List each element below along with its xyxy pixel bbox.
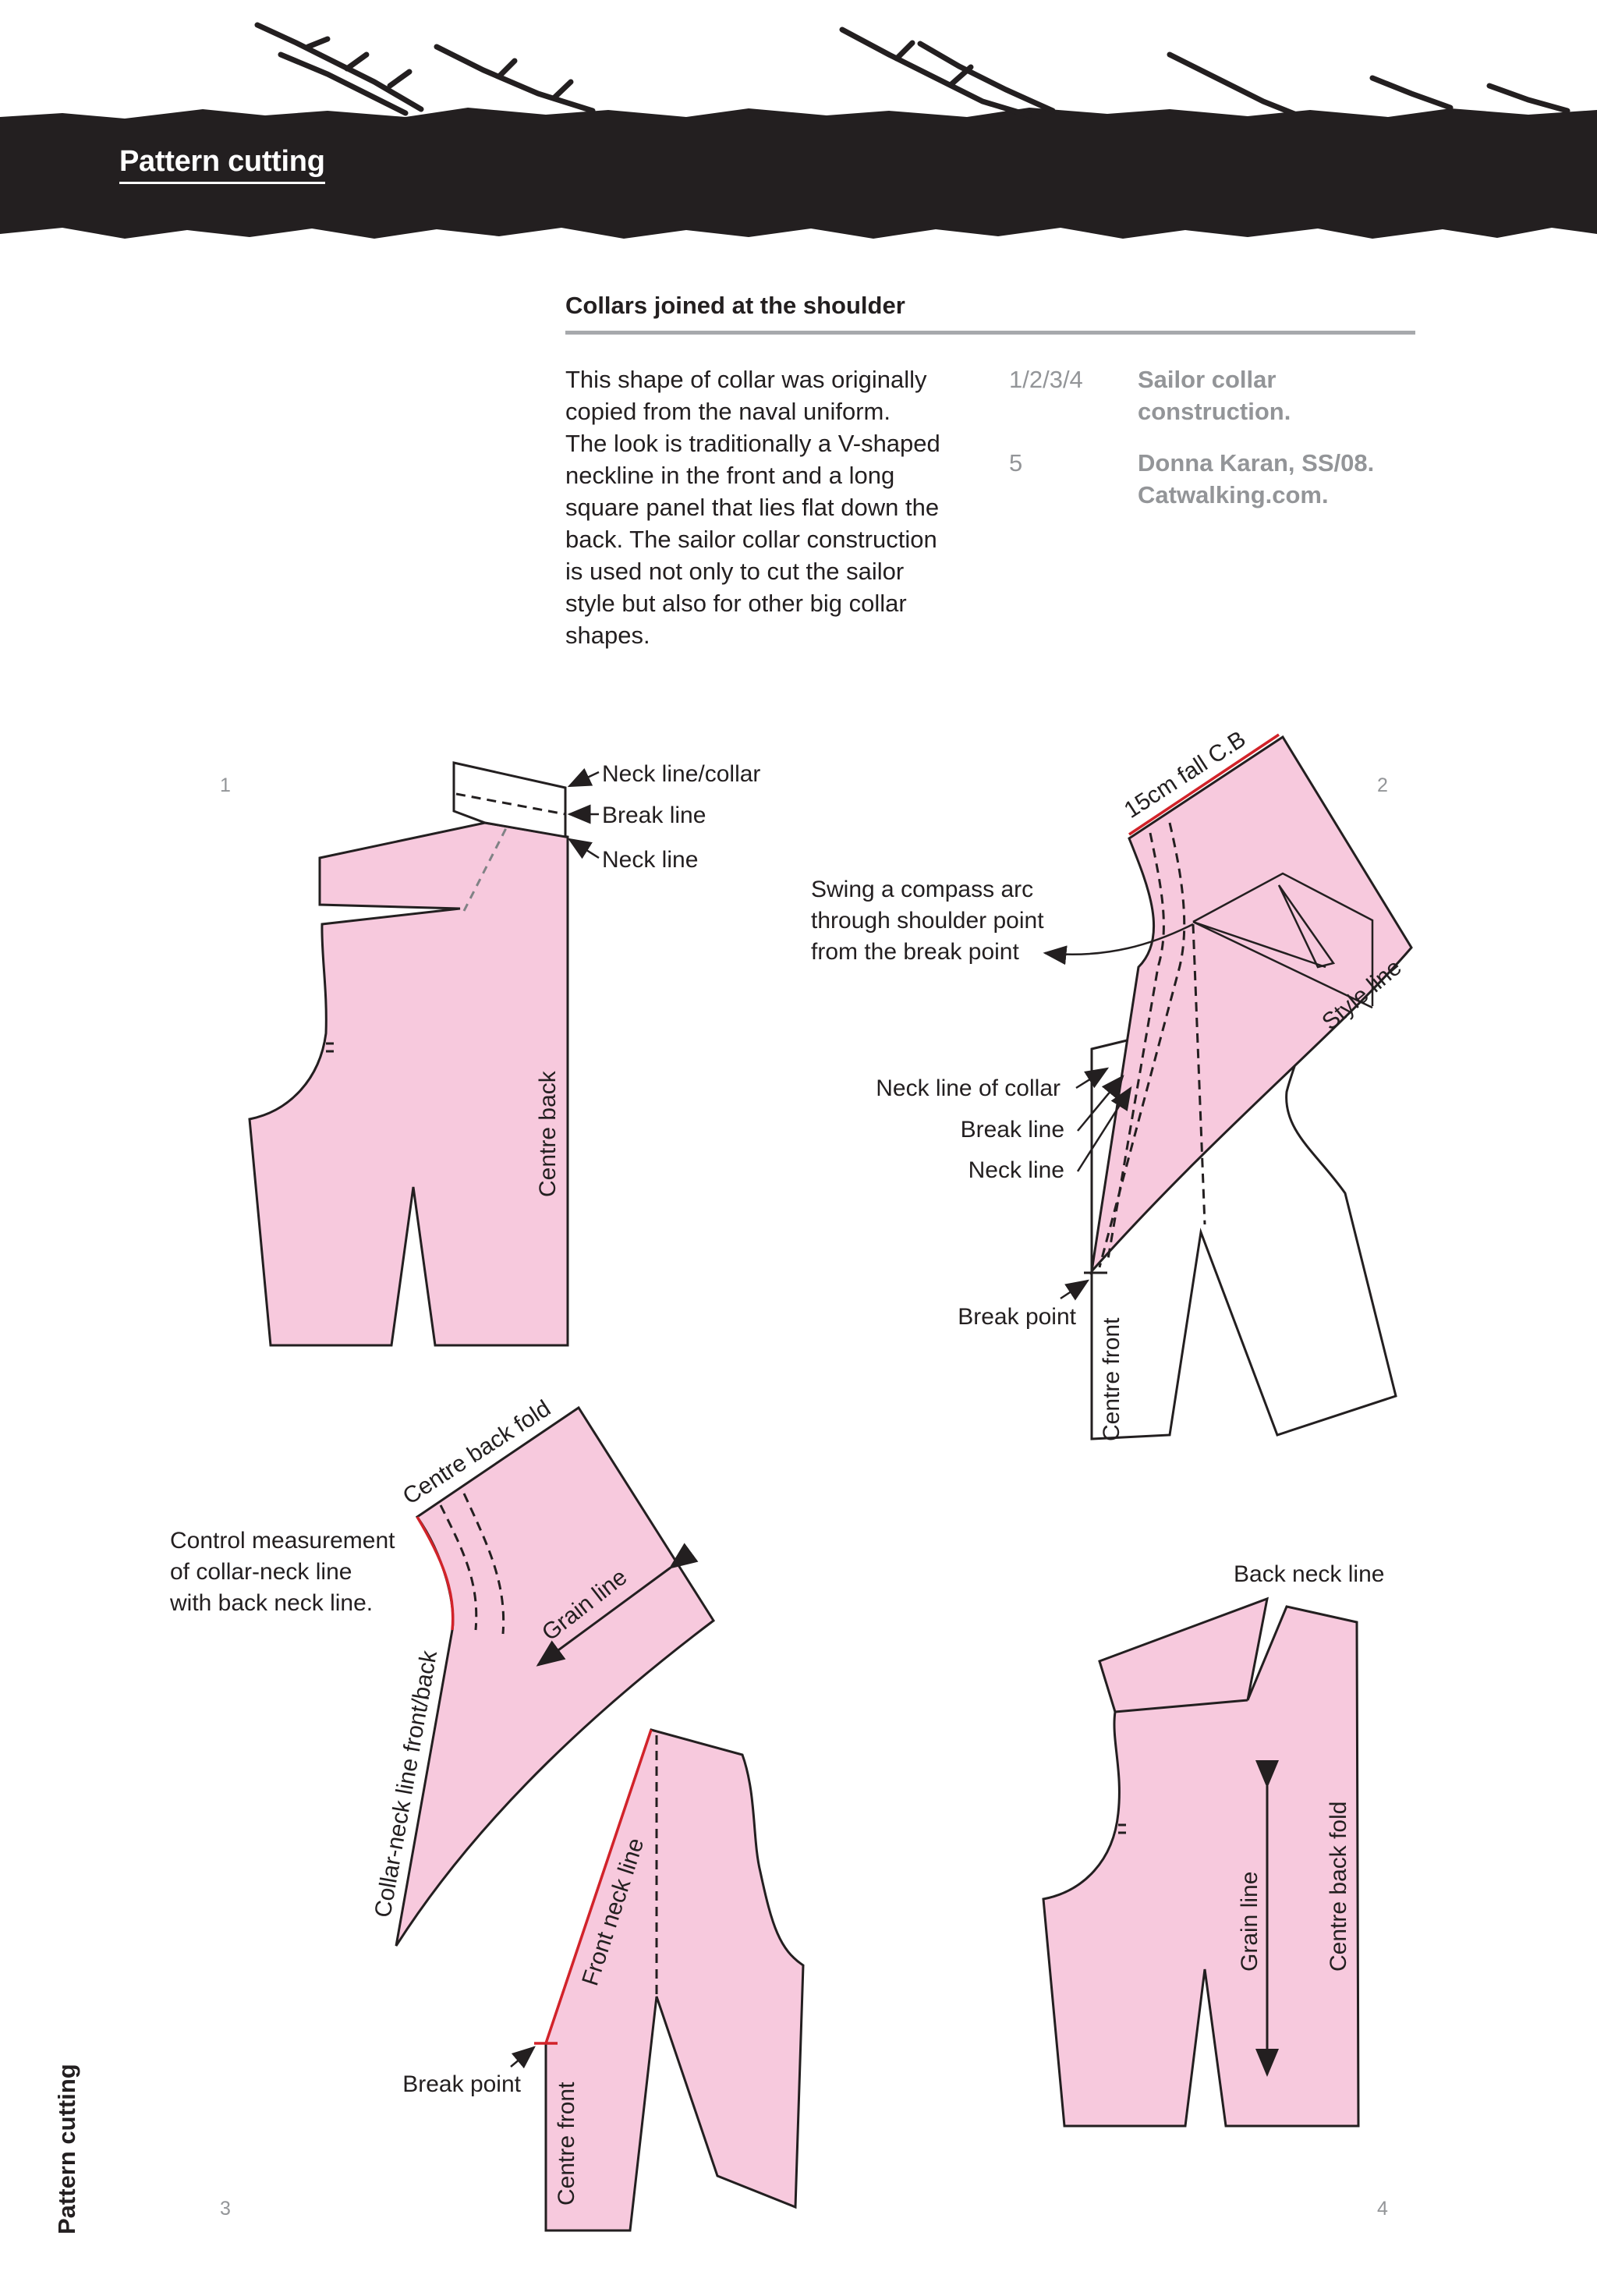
caption-text: Sailor collar construction.: [1138, 366, 1291, 425]
back-bodice-with-collar: [1042, 1596, 1360, 2128]
notch-mark: [326, 1042, 334, 1053]
caption-list: 1/2/3/4 Sailor collar construction. 5 Do…: [1009, 363, 1446, 530]
figure-1-number: 1: [220, 774, 231, 796]
dart-shape: [1277, 884, 1336, 969]
fall-line: [1128, 733, 1280, 836]
arrow: [1076, 1086, 1132, 1172]
break-line-dashed: [455, 792, 566, 816]
neck-collar-strip: [452, 761, 567, 838]
guide-dashed: [462, 826, 508, 912]
label-control-2: of collar-neck line: [170, 1559, 352, 1585]
collar-inner-box: [1192, 872, 1374, 1006]
arrow: [567, 838, 600, 859]
label-centre-back: Centre back: [535, 1070, 561, 1197]
label-break-line: Break line: [961, 1117, 1064, 1143]
arrow: [1060, 1279, 1090, 1301]
figure-2-number: 2: [1377, 774, 1388, 796]
label-neck-line-collar: Neck line/collar: [602, 761, 760, 787]
header-banner: [0, 22, 1597, 239]
label-swing-1: Swing a compass arc: [811, 877, 1033, 902]
section-title: Collars joined at the shoulder: [565, 292, 1415, 335]
break-line-dashed: [1106, 832, 1165, 1264]
label-control-3: with back neck line.: [169, 1590, 373, 1616]
body-text: This shape of collar was originally copi…: [565, 366, 940, 649]
notch-mark: [1118, 1823, 1126, 1834]
running-head: Pattern cutting: [119, 145, 325, 184]
collar-dashed-1: [439, 1504, 478, 1631]
label-break-line: Break line: [602, 803, 706, 828]
label-back-neck-line: Back neck line: [1234, 1561, 1384, 1587]
label-swing-3: from the break point: [811, 939, 1019, 965]
arrow: [510, 2046, 536, 2069]
figure-4: 4 Back neck line Grain line Centre back …: [1042, 1561, 1388, 2220]
arrow: [1075, 1067, 1110, 1090]
figure-3: 3 Centre back fold Control measurement o…: [169, 1395, 805, 2232]
banner-torn-band: [0, 108, 1597, 239]
label-neck-line: Neck line: [968, 1157, 1064, 1183]
label-grain-line: Grain line: [1237, 1872, 1262, 1972]
caption-row: 5 Donna Karan, SS/08. Catwalking.com.: [1009, 447, 1446, 511]
caption-row: 1/2/3/4 Sailor collar construction.: [1009, 363, 1446, 427]
front-neck-line-red: [544, 1729, 653, 2044]
caption-number: 1/2/3/4: [1009, 366, 1083, 393]
label-centre-front: Centre front: [554, 2082, 579, 2206]
style-line-inner: [1192, 920, 1373, 1009]
collar-overlay-line: [1114, 1699, 1248, 1713]
label-neck-line: Neck line: [602, 847, 698, 873]
figure-4-number: 4: [1377, 2198, 1388, 2220]
label-swing-2: through shoulder point: [811, 908, 1044, 934]
sailor-collar-piece: [1089, 735, 1413, 1275]
compass-arc-arrow: [1043, 923, 1194, 966]
collar-neck-line-red: [416, 1516, 455, 1631]
figure-2: 2 15cm fall C.B Swing a compass arc thro…: [811, 726, 1413, 1441]
collar-dashed-2: [462, 1493, 505, 1635]
figure-1: 1 Neck line/collar Break line Neck line …: [220, 761, 760, 1347]
label-neck-line-of-collar: Neck line of collar: [876, 1075, 1061, 1101]
neck-line-dashed: [1098, 822, 1186, 1268]
back-bodice-piece: [248, 821, 569, 1347]
centre-dashed: [1192, 923, 1206, 1225]
label-centre-back-fold: Centre back fold: [1326, 1802, 1351, 1972]
arrow: [567, 767, 600, 788]
label-control-1: Control measurement: [170, 1528, 395, 1554]
caption-text: Donna Karan, SS/08. Catwalking.com.: [1138, 449, 1375, 508]
label-break-point: Break point: [958, 1304, 1076, 1330]
caption-number: 5: [1009, 449, 1023, 477]
figure-3-number: 3: [220, 2198, 231, 2220]
label-break-point: Break point: [402, 2071, 521, 2097]
banner-twigs: [254, 22, 1570, 119]
label-centre-front: Centre front: [1099, 1317, 1124, 1441]
arrow: [1077, 1075, 1124, 1132]
grain-line-arrow: [536, 1543, 699, 1667]
